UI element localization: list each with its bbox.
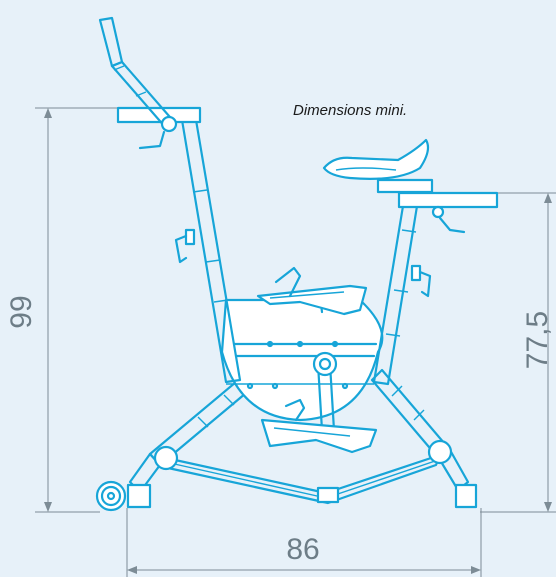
total-height-label: 99	[5, 295, 38, 328]
height-dimension: 99	[5, 107, 120, 513]
seat-post-tube	[372, 198, 420, 386]
base-bar-inner-right	[325, 459, 439, 499]
tube-seg	[413, 409, 425, 421]
housing-screw	[246, 382, 254, 390]
lower-pedal	[260, 398, 378, 454]
arrow-down-icon	[544, 502, 552, 512]
lower-pedal-strap	[284, 398, 306, 422]
rear-pivot	[427, 439, 453, 465]
seat-adjust-lever-icon	[418, 270, 432, 298]
saddle-clamp	[376, 178, 434, 194]
tube-seg	[113, 65, 125, 71]
housing-body	[220, 298, 384, 422]
flywheel-housing	[220, 298, 384, 422]
saddle-knob	[431, 205, 445, 219]
pedal-line	[273, 427, 351, 437]
housing-screw	[341, 382, 349, 390]
upper-pedal-strap	[274, 266, 302, 298]
tube-seg	[391, 385, 403, 397]
length-dimension: 86	[126, 508, 482, 577]
rear-leg	[370, 368, 478, 509]
base-bar-inner	[169, 462, 327, 499]
wheel-ring	[100, 485, 122, 507]
adjust-lever-icon	[174, 234, 188, 264]
adjust-knob	[184, 228, 196, 246]
tube-seg	[385, 333, 401, 337]
base-center-joint	[316, 486, 340, 504]
lower-pedal-platform	[260, 418, 378, 454]
housing-screw	[271, 382, 279, 390]
length-label: 86	[286, 533, 319, 566]
saddle-lever-icon	[438, 216, 466, 234]
arrow-down-icon	[44, 502, 52, 512]
upper-pedal	[256, 266, 368, 316]
base-bar	[164, 453, 442, 505]
front-pivot	[153, 445, 179, 471]
seat-post	[372, 198, 432, 386]
arrow-right-icon	[471, 566, 481, 574]
tube-seg	[401, 229, 417, 233]
tube-seg	[213, 299, 229, 303]
saddle-rail	[397, 191, 499, 209]
arrow-left-icon	[127, 566, 137, 574]
arrow-up-icon	[44, 108, 52, 118]
housing-screw	[331, 340, 339, 348]
crank-axle	[318, 357, 332, 371]
saddle-assembly	[322, 138, 499, 234]
handlebar-lever-icon	[138, 130, 166, 150]
tube-seg	[205, 259, 221, 263]
housing-screw	[296, 340, 304, 348]
tube-seg	[192, 189, 208, 193]
base-frame	[164, 453, 442, 505]
tube-seg	[393, 289, 409, 293]
handlebar-top-tube	[98, 16, 124, 68]
tube-seg	[135, 91, 147, 97]
handlebar	[98, 16, 202, 150]
saddle-seam	[335, 167, 397, 171]
exercise-bike	[95, 16, 499, 512]
handlebar-knob	[160, 115, 178, 133]
rear-foot	[454, 483, 478, 509]
saddle-height-dimension: 77,5	[480, 192, 556, 513]
saddle	[322, 138, 430, 180]
crank-hub	[312, 351, 338, 377]
wheel-hub	[106, 491, 116, 501]
pedal-line	[269, 291, 345, 299]
transport-wheel	[95, 480, 127, 512]
handlebar-mount	[116, 106, 202, 124]
front-foot	[126, 483, 152, 509]
tube-seg	[223, 394, 235, 406]
front-leg	[126, 375, 254, 509]
arrow-up-icon	[544, 193, 552, 203]
saddle-height-label: 77,5	[521, 311, 554, 369]
tube-seg	[197, 416, 209, 428]
seat-adjust-knob	[410, 264, 422, 282]
housing-screw	[266, 340, 274, 348]
dimensions-note: Dimensions mini.	[293, 102, 407, 119]
